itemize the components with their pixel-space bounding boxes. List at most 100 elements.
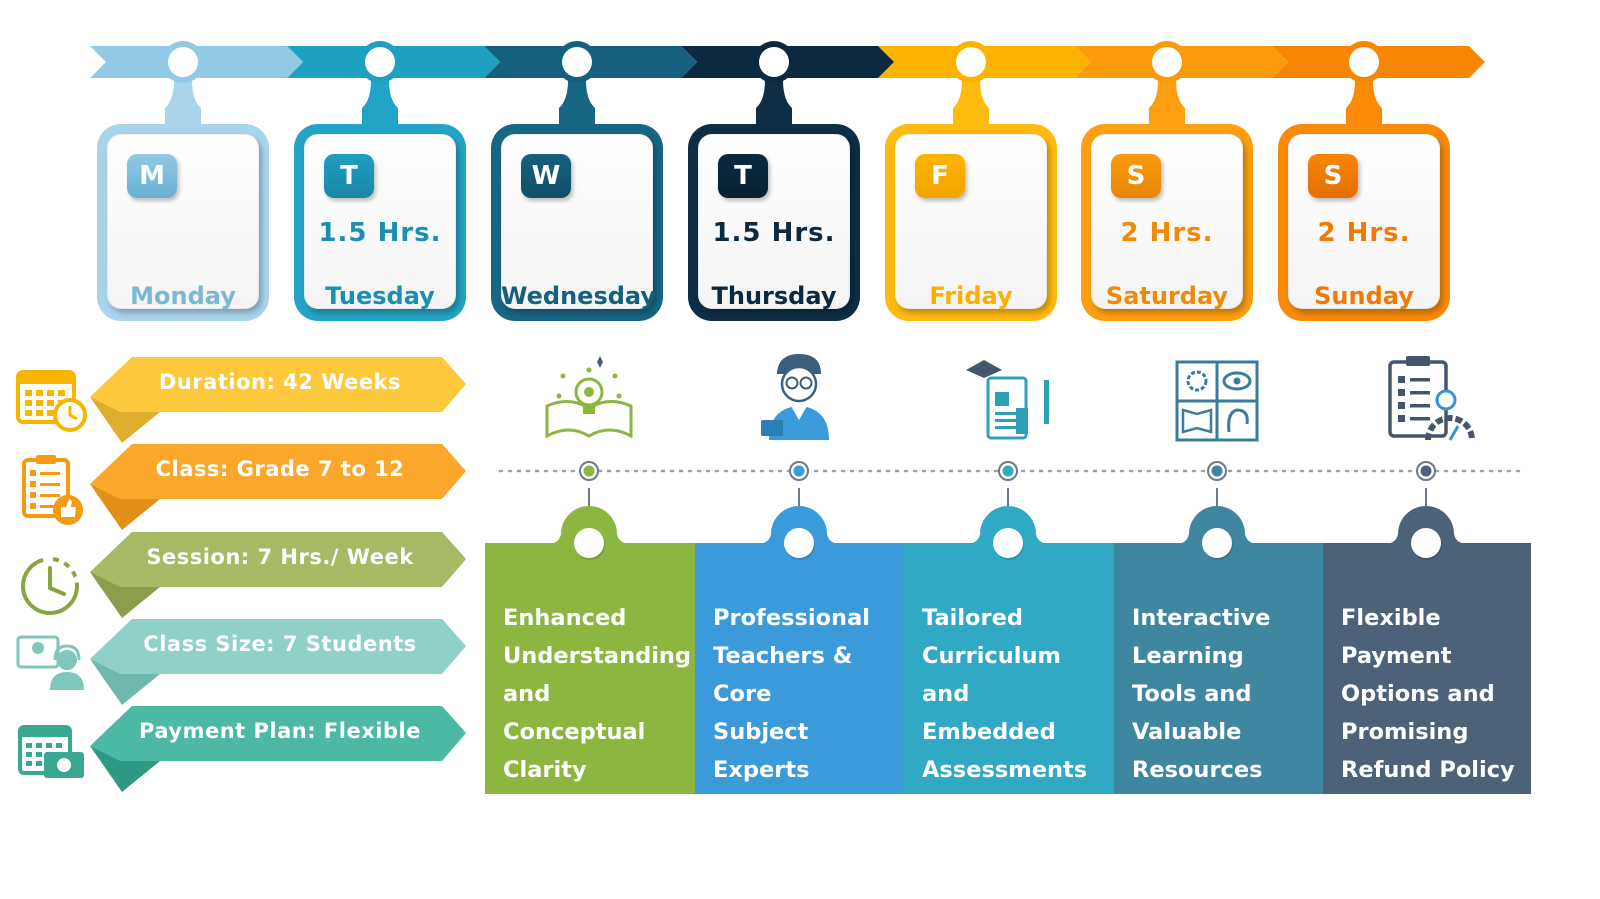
day-card-wednesday: W Wednesday [491, 124, 663, 321]
day-letter-badge: M [127, 154, 177, 198]
ribbon-arrow [90, 532, 466, 587]
timeline-node-inner [1349, 47, 1379, 77]
day-connector [362, 80, 398, 128]
day-connector [953, 80, 989, 128]
day-letter-badge: T [324, 154, 374, 198]
timeline-node-inner [956, 47, 986, 77]
feature-text-line: Subject [713, 719, 809, 745]
feature-text-line: Tailored [922, 605, 1023, 631]
feature-text-line: Curriculum [922, 643, 1061, 669]
feature-dot [1002, 465, 1014, 477]
day-card-body: W Wednesday [501, 134, 657, 310]
day-connector [1346, 80, 1382, 128]
feature-text-line: and [922, 681, 970, 707]
curriculum-document-icon [966, 360, 1049, 440]
day-name: Wednesday [501, 282, 657, 310]
day-connector [756, 80, 792, 128]
feature-tab-dot [1202, 528, 1232, 558]
feature-text-line: Clarity [503, 757, 587, 783]
feature-text-line: Enhanced [503, 605, 627, 631]
feature-text-line: Teachers & [713, 643, 853, 669]
feature-text-line: Professional [713, 605, 870, 631]
feature-text-line: and [503, 681, 551, 707]
day-card-body: T 1.5 Hrs. Tuesday [304, 134, 456, 310]
info-label: Class Size: 7 Students [143, 632, 417, 656]
day-name: Friday [929, 282, 1013, 310]
timeline-node-inner [168, 47, 198, 77]
day-card-body: F Friday [895, 134, 1047, 310]
day-connector [165, 80, 201, 128]
day-name: Sunday [1314, 282, 1414, 310]
ribbon-arrow [90, 706, 466, 761]
feature-tab [1175, 506, 1259, 544]
timeline-node-inner [365, 47, 395, 77]
day-hours: 2 Hrs. [1120, 218, 1214, 248]
feature-text-line: Tools and [1132, 681, 1252, 707]
feature-tab-dot [574, 528, 604, 558]
feature-tab [547, 506, 631, 544]
feature-dot [793, 465, 805, 477]
feature-tab [757, 506, 841, 544]
learning-tools-icon [1175, 360, 1259, 442]
feature-tab-dot [784, 528, 814, 558]
feature-text-line: Embedded [922, 719, 1056, 745]
day-card-friday: F Friday [885, 124, 1057, 321]
day-letter-badge: S [1308, 154, 1358, 198]
info-row-graphic [90, 619, 466, 705]
calendar-money-icon [18, 725, 84, 778]
feature-tab-dot [993, 528, 1023, 558]
day-name: Tuesday [325, 282, 435, 310]
feature-text-line: Refund Policy [1341, 757, 1515, 783]
day-letter-badge: F [915, 154, 965, 198]
info-label: Session: 7 Hrs./ Week [146, 545, 414, 569]
video-call-icon [16, 635, 84, 690]
idea-book-icon [545, 356, 633, 439]
feature-tab-dot [1411, 528, 1441, 558]
info-label: Duration: 42 Weeks [158, 370, 402, 394]
timeline-node-inner [1152, 47, 1182, 77]
feature-dot [1211, 465, 1223, 477]
feature-text-line: Options and [1341, 681, 1495, 707]
day-letter-badge: W [521, 154, 571, 198]
clock-icon [21, 557, 79, 615]
feature-text-line: Resources [1132, 757, 1263, 783]
ribbon-arrow [90, 444, 466, 499]
ribbon-arrow [90, 357, 466, 412]
info-label: Payment Plan: Flexible [139, 719, 421, 743]
info-row-graphic [90, 532, 466, 618]
feature-text-line: Understanding [503, 643, 692, 669]
feature-text-line: Experts [713, 757, 810, 783]
day-name: Saturday [1105, 282, 1229, 310]
feature-text-line: Conceptual [503, 719, 646, 745]
feature-tab [966, 506, 1050, 544]
day-letter-badge: T [718, 154, 768, 198]
feature-tab [1384, 506, 1468, 544]
day-connector [1149, 80, 1185, 128]
feature-text-line: Promising [1341, 719, 1469, 745]
feature-dot [1420, 465, 1432, 477]
day-hours: 1.5 Hrs. [318, 218, 442, 248]
feature-text-line: Valuable [1132, 719, 1242, 745]
teacher-icon [761, 354, 829, 440]
feature-text-line: Core [713, 681, 772, 707]
clipboard-gauge-icon [1388, 356, 1475, 441]
day-connector [559, 80, 595, 128]
